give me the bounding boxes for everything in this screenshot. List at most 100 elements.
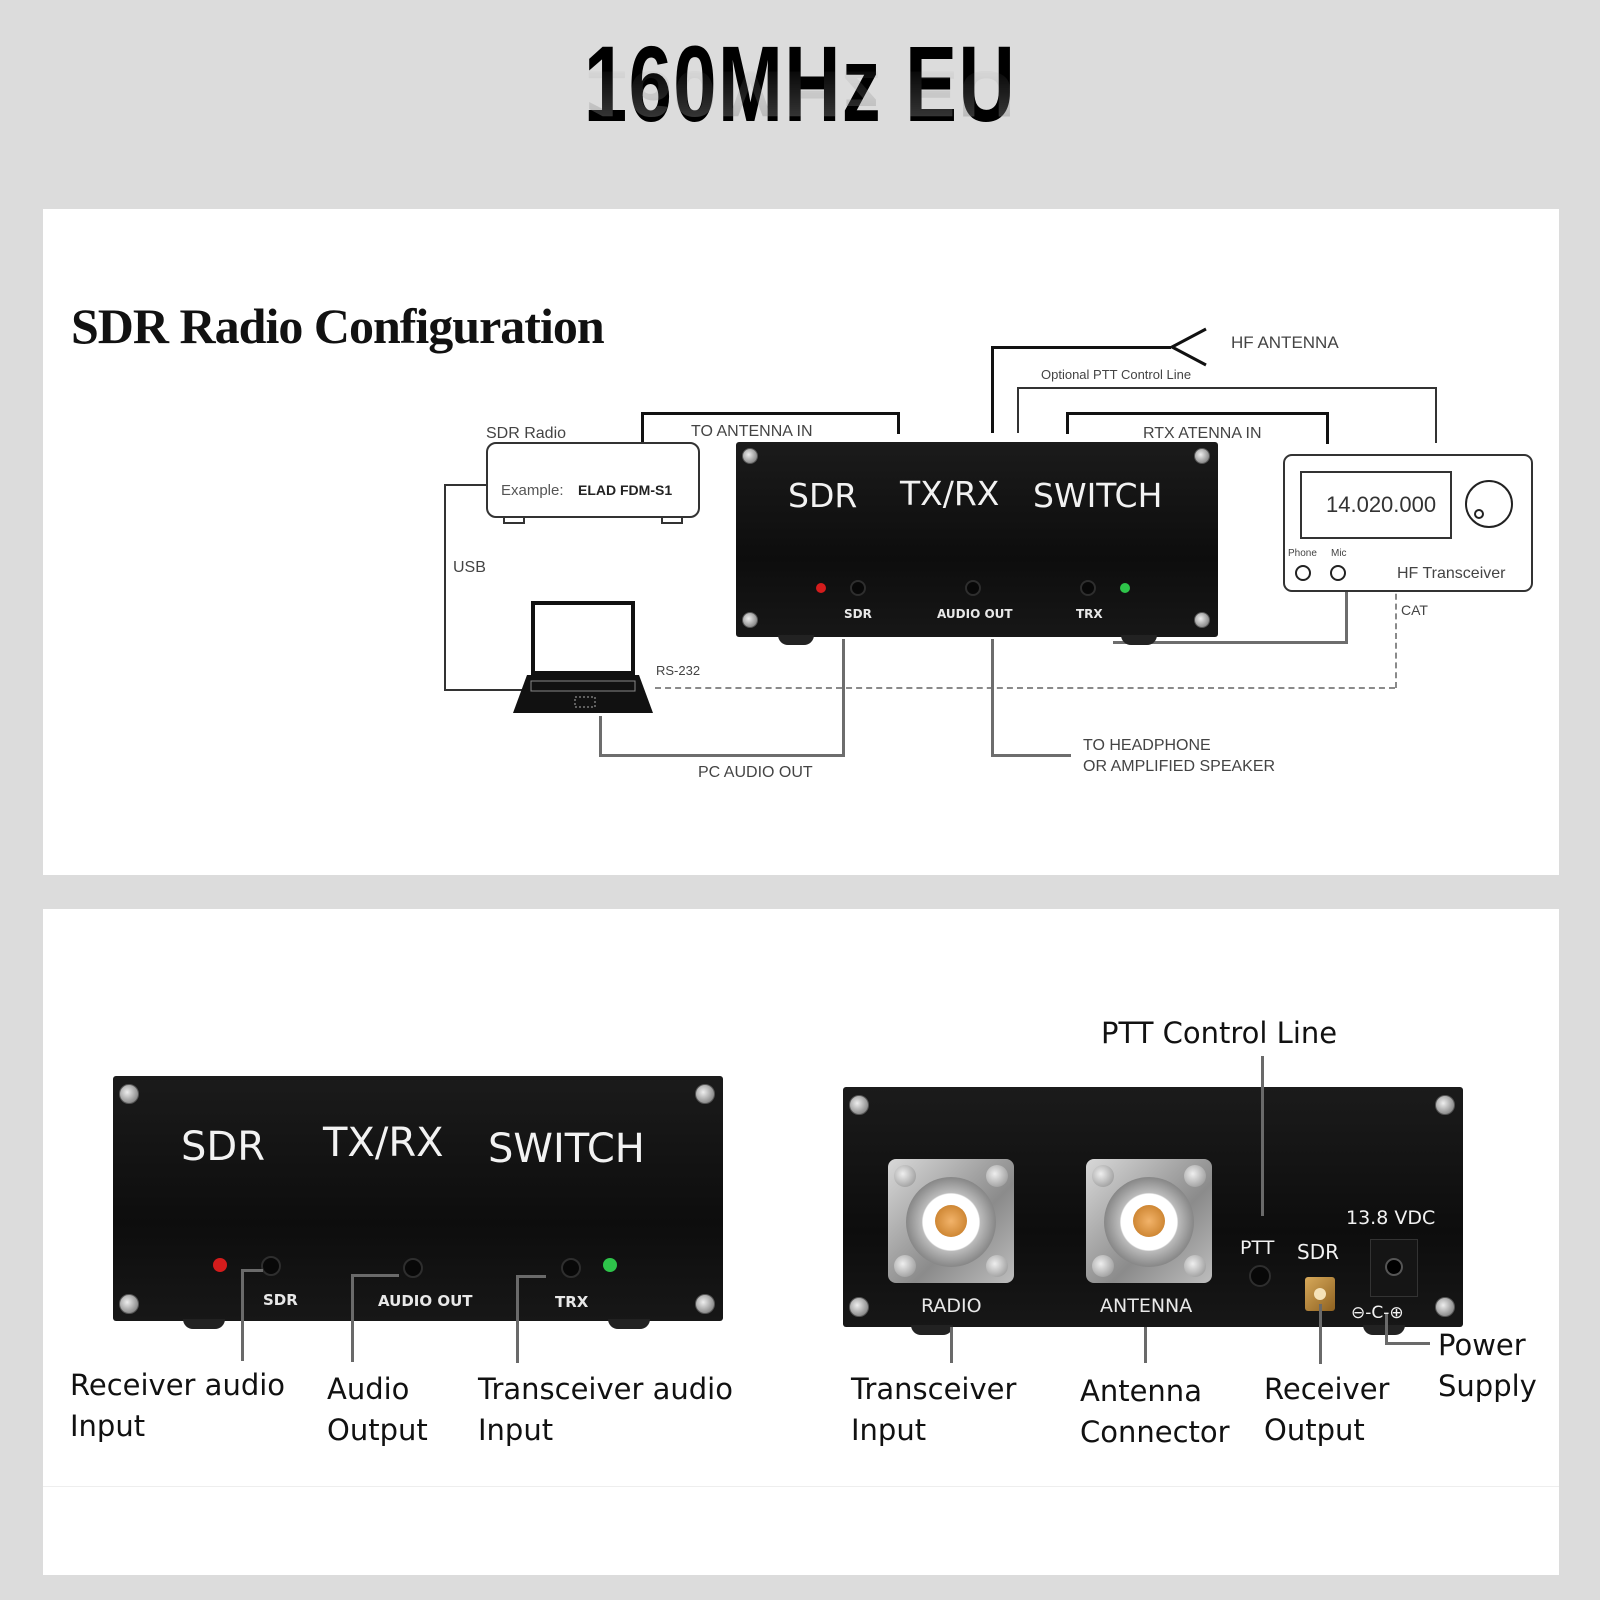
sdr-jack	[261, 1256, 281, 1276]
screw-icon	[849, 1095, 869, 1115]
sdr-radio-foot	[503, 518, 525, 524]
ptt-line-h	[1017, 387, 1437, 389]
port-label-sdr: SDR	[844, 607, 872, 621]
device-label-sdr: SDR	[788, 476, 858, 515]
callout-receiver-audio-input: Receiver audio Input	[70, 1368, 286, 1443]
port-label-sdr: SDR	[263, 1291, 298, 1309]
device-label-switch: SWITCH	[488, 1126, 645, 1172]
sdr-jack	[850, 580, 866, 596]
configuration-diagram-panel: SDR Radio Configuration HF ANTENNA Optio…	[43, 209, 1559, 875]
port-label-audio-out: AUDIO OUT	[937, 607, 1013, 621]
trx-phone-wire-v	[1345, 569, 1348, 644]
led-red-icon	[816, 583, 826, 593]
cat-label: CAT	[1401, 602, 1428, 618]
ptt-line-v2	[1435, 387, 1437, 443]
port-label-audio-out: AUDIO OUT	[378, 1292, 473, 1310]
antenna-so239-connector	[1086, 1159, 1212, 1283]
optional-ptt-label: Optional PTT Control Line	[1041, 367, 1192, 382]
device-label-switch: SWITCH	[1033, 476, 1163, 515]
port-label-antenna: ANTENNA	[1100, 1295, 1193, 1317]
rs232-label: RS-232	[656, 663, 701, 678]
callout-transceiver-input: Transceiver Input	[851, 1372, 1017, 1447]
pointer-line	[1261, 1056, 1264, 1216]
device-foot	[608, 1319, 650, 1329]
pointer-line	[516, 1275, 546, 1278]
switch-rear-panel: PTT SDR 13.8 VDC ⊖-C-⊕ RADIO ANTENNA	[843, 1087, 1463, 1335]
hf-antenna-wire-h	[991, 346, 1171, 349]
hf-antenna-wire	[991, 346, 994, 433]
audio-out-jack	[403, 1258, 423, 1278]
pointer-line	[351, 1274, 399, 1277]
example-prefix: Example:	[501, 482, 564, 499]
port-label-radio: RADIO	[921, 1295, 982, 1317]
usb-wire-v	[444, 484, 446, 690]
audio-out-jack	[965, 580, 981, 596]
pointer-line	[516, 1275, 519, 1363]
callout-receiver-output: Receiver Output	[1264, 1372, 1390, 1447]
ptt-jack	[1249, 1265, 1271, 1287]
device-foot	[1363, 1325, 1405, 1335]
pc-audio-wire-v	[599, 716, 602, 756]
device-foot	[1121, 635, 1157, 645]
device-foot	[911, 1325, 953, 1335]
switch-front-panel: SDR TX/RX SWITCH SDR AUDIO OUT TRX	[113, 1076, 723, 1329]
port-label-sdr: SDR	[1297, 1240, 1339, 1264]
device-foot	[183, 1319, 225, 1329]
pointer-line	[950, 1327, 953, 1363]
rs232-cat-line	[655, 687, 1395, 689]
pointer-line	[1319, 1304, 1322, 1364]
rtx-antenna-wire-v2	[1326, 412, 1329, 444]
rtx-antenna-label: RTX ATENNA IN	[1143, 425, 1262, 442]
pc-audio-wire-h	[599, 754, 844, 757]
screw-icon	[695, 1084, 715, 1104]
to-antenna-in-label: TO ANTENNA IN	[691, 423, 813, 440]
headphone-wire-h	[991, 754, 1071, 757]
usb-label: USB	[453, 559, 486, 576]
screw-icon	[1435, 1297, 1455, 1317]
panels-photo-panel: SDR TX/RX SWITCH SDR AUDIO OUT TRX Recei…	[43, 909, 1559, 1575]
headphone-wire-v	[991, 639, 994, 757]
screw-icon	[1194, 612, 1210, 628]
device-label-txrx: TX/RX	[900, 474, 1000, 513]
trx-phone-wire-h	[1113, 641, 1347, 644]
screw-icon	[742, 448, 758, 464]
hf-transceiver-label: HF Transceiver	[1397, 565, 1506, 582]
sdr-antenna-wire-v2	[897, 412, 900, 434]
frequency-display: 14.020.000	[1300, 471, 1452, 539]
tuning-knob-icon	[1465, 480, 1513, 528]
port-label-ptt: PTT	[1240, 1237, 1275, 1259]
pointer-line	[241, 1269, 244, 1361]
screw-icon	[119, 1294, 139, 1314]
phone-jack-icon	[1295, 565, 1311, 581]
screw-icon	[695, 1294, 715, 1314]
port-label-trx: TRX	[555, 1293, 589, 1311]
rtx-antenna-wire-v	[1066, 412, 1069, 434]
banner-title-reflection: 160MHz EU	[583, 57, 1017, 131]
to-headphone-label: TO HEADPHONE	[1083, 737, 1211, 754]
device-foot	[778, 635, 814, 645]
pc-audio-wire-v2	[842, 639, 845, 757]
pointer-line	[1385, 1342, 1430, 1345]
callout-power-supply: Power Supply	[1438, 1328, 1537, 1403]
diagram-title: SDR Radio Configuration	[71, 298, 605, 354]
hf-transceiver-box: 14.020.000 Phone Mic HF Transceiver	[1283, 454, 1533, 592]
usb-wire-h2	[444, 689, 524, 691]
phone-label: Phone	[1288, 548, 1317, 559]
pc-audio-out-label: PC AUDIO OUT	[698, 764, 813, 781]
sdr-antenna-wire-v	[641, 412, 644, 442]
screw-icon	[119, 1084, 139, 1104]
trx-jack	[561, 1258, 581, 1278]
pointer-line	[351, 1274, 354, 1362]
polarity-icon: ⊖-C-⊕	[1351, 1303, 1404, 1323]
trx-jack	[1080, 580, 1096, 596]
ptt-line-v	[1017, 387, 1019, 433]
antenna-icon	[1168, 327, 1207, 367]
sdr-radio-foot	[661, 518, 683, 524]
sdr-radio-label: SDR Radio	[486, 425, 567, 442]
example-model: ELAD FDM-S1	[578, 482, 673, 498]
laptop-icon	[513, 601, 653, 713]
pointer-line	[1385, 1314, 1388, 1344]
callout-audio-output: Audio Output	[327, 1372, 428, 1447]
led-green-icon	[1120, 583, 1130, 593]
amplified-speaker-label: OR AMPLIFIED SPEAKER	[1083, 758, 1276, 775]
